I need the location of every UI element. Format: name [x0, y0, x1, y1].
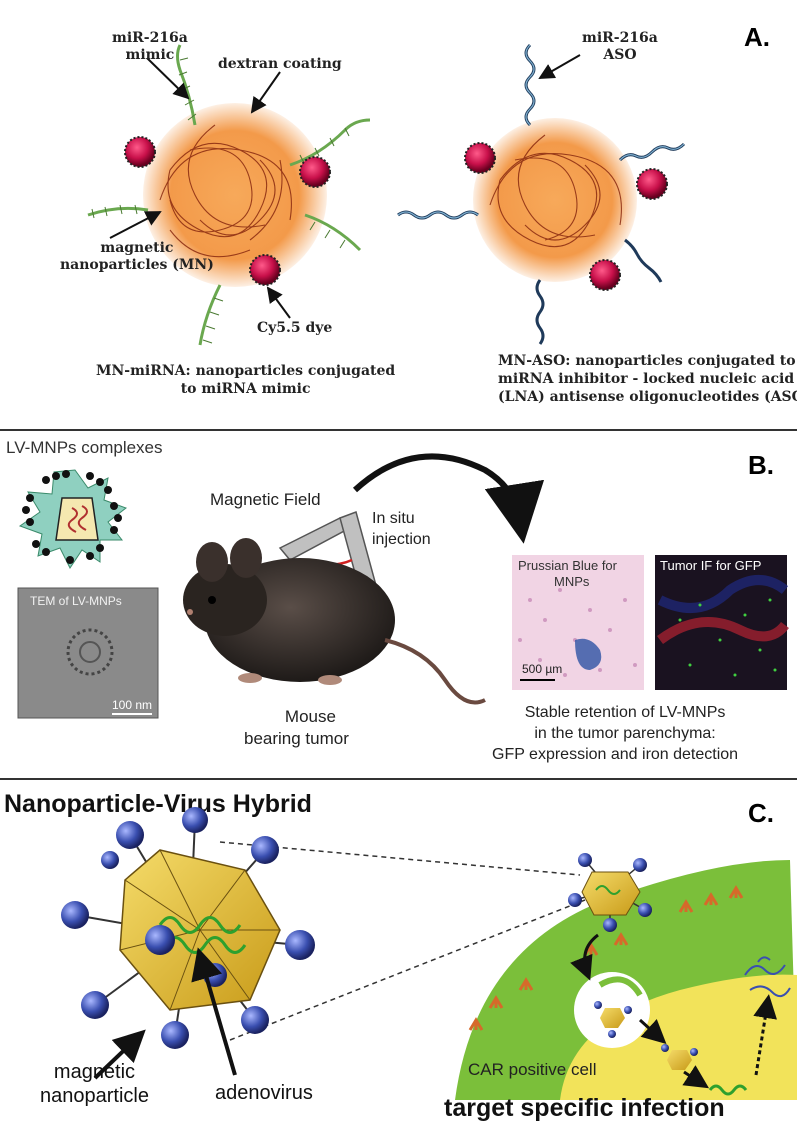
panel-a-letter: A. — [744, 22, 770, 52]
divider-bc — [0, 778, 797, 780]
prussian-scale-label: 500 µm — [522, 662, 563, 676]
magnetic-field-label: Magnetic Field — [210, 490, 321, 509]
tem-label: TEM of LV-MNPs — [30, 594, 122, 608]
hybrid-particle — [61, 807, 315, 1049]
mouse-label: Mouse bearing tumor — [244, 707, 349, 748]
panel-c-title: Nanoparticle-Virus Hybrid — [4, 790, 312, 818]
tem-image — [17, 587, 159, 719]
lv-mnp-complex-icon — [18, 469, 128, 569]
adenovirus-label: adenovirus — [215, 1082, 313, 1104]
cell-label: CAR positive cell — [468, 1060, 597, 1079]
protein-icon — [744, 956, 791, 998]
target-infection-title: target specific infection — [444, 1094, 725, 1122]
panel-b-letter: B. — [748, 450, 774, 480]
mn-mirna-caption: MN-miRNA: nanoparticles conjugated to mi… — [96, 363, 396, 397]
internalized-hybrid — [594, 1001, 698, 1070]
mouse-illustration — [183, 538, 486, 705]
tumor-if-label: Tumor IF for GFP — [660, 558, 762, 573]
mimic-label: miR-216a mimic — [112, 30, 188, 63]
tem-scale-label: 100 nm — [112, 698, 153, 712]
panel-a-illustration — [87, 43, 686, 346]
prussian-label: Prussian Blue for MNPs — [518, 558, 617, 589]
dextran-label: dextran coating — [218, 56, 342, 72]
retention-caption: Stable retention of LV-MNPs in the tumor… — [492, 704, 739, 763]
mn-mirna-particle — [87, 44, 371, 346]
panel-c-letter: C. — [748, 798, 774, 828]
dye-label: Cy5.5 dye — [257, 320, 333, 336]
complex-title: LV-MNPs complexes — [6, 438, 163, 457]
small-hybrid-top — [568, 853, 652, 932]
injection-arrow — [352, 453, 545, 544]
mnp-label: magnetic nanoparticle — [40, 1061, 149, 1107]
tumor-if-image — [655, 555, 789, 690]
divider-ab — [0, 429, 797, 431]
mn-aso-caption: MN-ASO: nanoparticles conjugated to miRN… — [498, 353, 797, 405]
panel-b-illustration — [17, 453, 789, 719]
aso-label: miR-216a ASO — [582, 30, 658, 63]
mn-label: magnetic nanoparticles (MN) — [60, 240, 214, 273]
injection-label: In situ injection — [372, 510, 431, 548]
mn-aso-particle — [397, 43, 686, 345]
prussian-blue-image — [512, 555, 644, 690]
